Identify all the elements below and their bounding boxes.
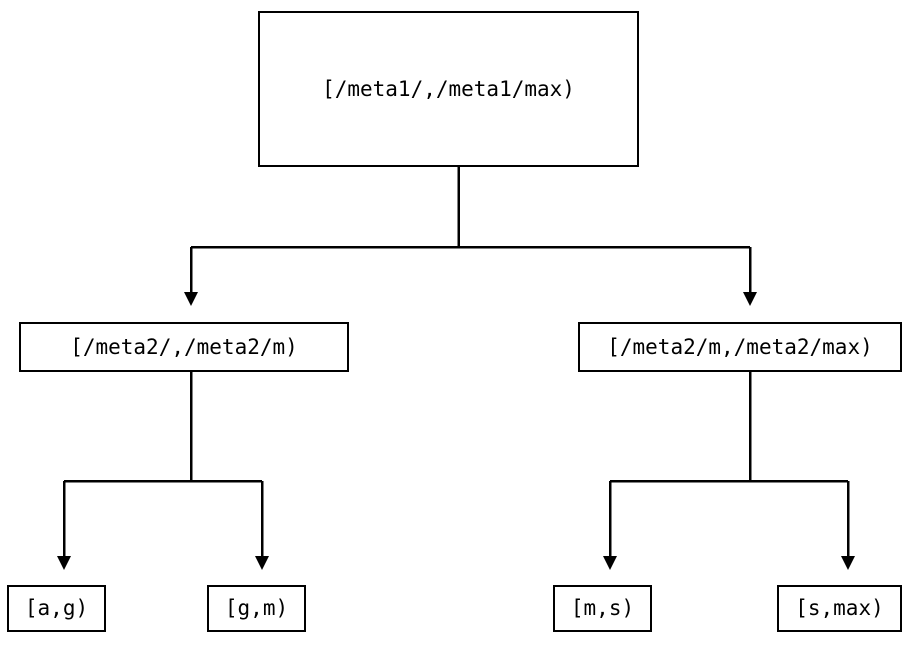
node-leaf-3[interactable]: [m,s) [553,585,652,632]
arrowhead-to-mid-right [743,292,757,306]
node-leaf-1-label: [a,g) [24,596,89,620]
node-mid-right[interactable]: [/meta2/m,/meta2/max) [578,322,902,372]
node-leaf-3-label: [m,s) [570,596,635,620]
node-leaf-4[interactable]: [s,max) [777,585,902,632]
arrowhead-to-leaf-4 [841,556,855,570]
node-root-label: [/meta1/,/meta1/max) [322,76,575,101]
node-mid-left[interactable]: [/meta2/,/meta2/m) [19,322,349,372]
node-root[interactable]: [/meta1/,/meta1/max) [258,11,639,167]
node-leaf-2-label: [g,m) [224,596,289,620]
node-leaf-4-label: [s,max) [795,596,884,620]
arrowhead-to-leaf-2 [255,556,269,570]
arrowhead-to-leaf-1 [57,556,71,570]
arrowhead-to-mid-left [184,292,198,306]
node-mid-left-label: [/meta2/,/meta2/m) [70,334,298,359]
node-mid-right-label: [/meta2/m,/meta2/max) [607,334,873,359]
node-leaf-1[interactable]: [a,g) [7,585,106,632]
arrowhead-to-leaf-3 [603,556,617,570]
node-leaf-2[interactable]: [g,m) [207,585,306,632]
